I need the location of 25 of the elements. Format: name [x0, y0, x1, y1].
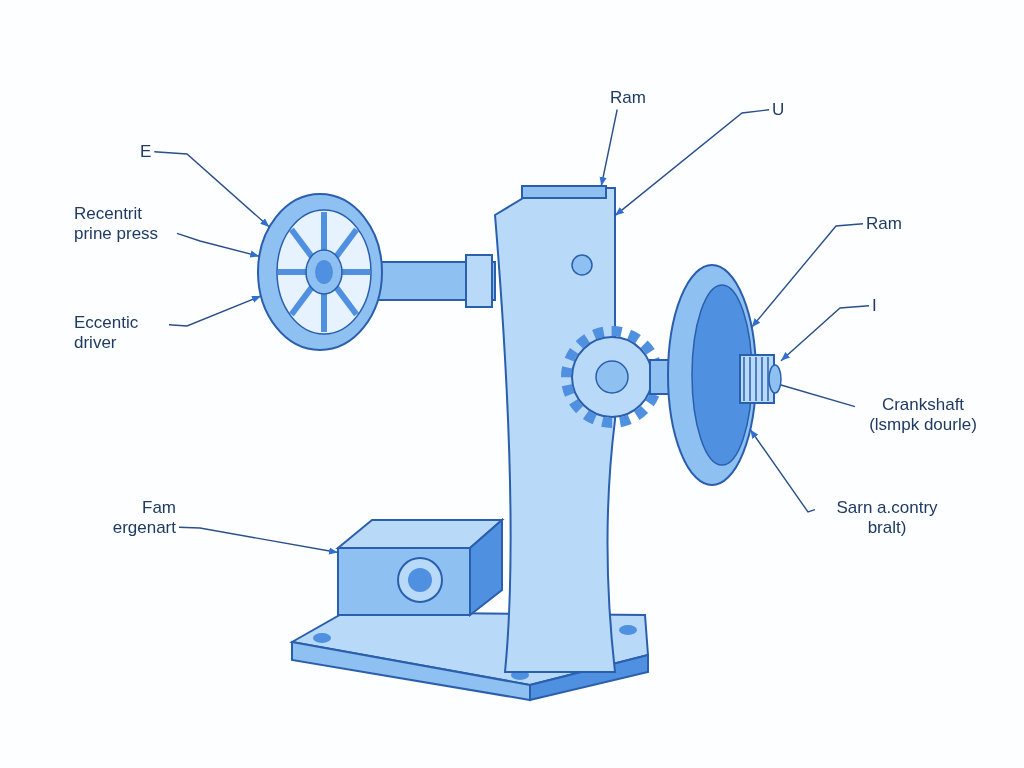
handwheel — [257, 193, 383, 351]
leader-line — [153, 151, 270, 228]
base-block — [335, 517, 505, 618]
part-label: Crankshaft (lsmpk dourle) — [858, 395, 988, 435]
part-label: Ram — [866, 214, 902, 234]
part-label: U — [772, 100, 785, 120]
leader-line — [168, 295, 262, 327]
leader-line — [176, 232, 260, 258]
leader-line — [749, 428, 816, 513]
part-label: E — [140, 142, 152, 162]
leader-line — [599, 108, 618, 187]
leader-line — [614, 109, 770, 217]
part-label: Recentrit prine press — [74, 204, 174, 244]
leader-line — [780, 384, 856, 408]
flywheel-disc — [667, 264, 757, 486]
column-cap — [521, 185, 607, 199]
leader-line — [178, 526, 339, 555]
part-label: Ram — [610, 88, 646, 108]
threaded-spindle — [739, 354, 782, 404]
part-label: Fam ergenart — [78, 498, 176, 538]
leader-line — [780, 305, 870, 362]
leader-line — [751, 223, 864, 328]
part-label: Eccentic driver — [74, 313, 166, 353]
part-label: Sarn a.contry bralt) — [818, 498, 956, 538]
part-label: I — [872, 296, 877, 316]
